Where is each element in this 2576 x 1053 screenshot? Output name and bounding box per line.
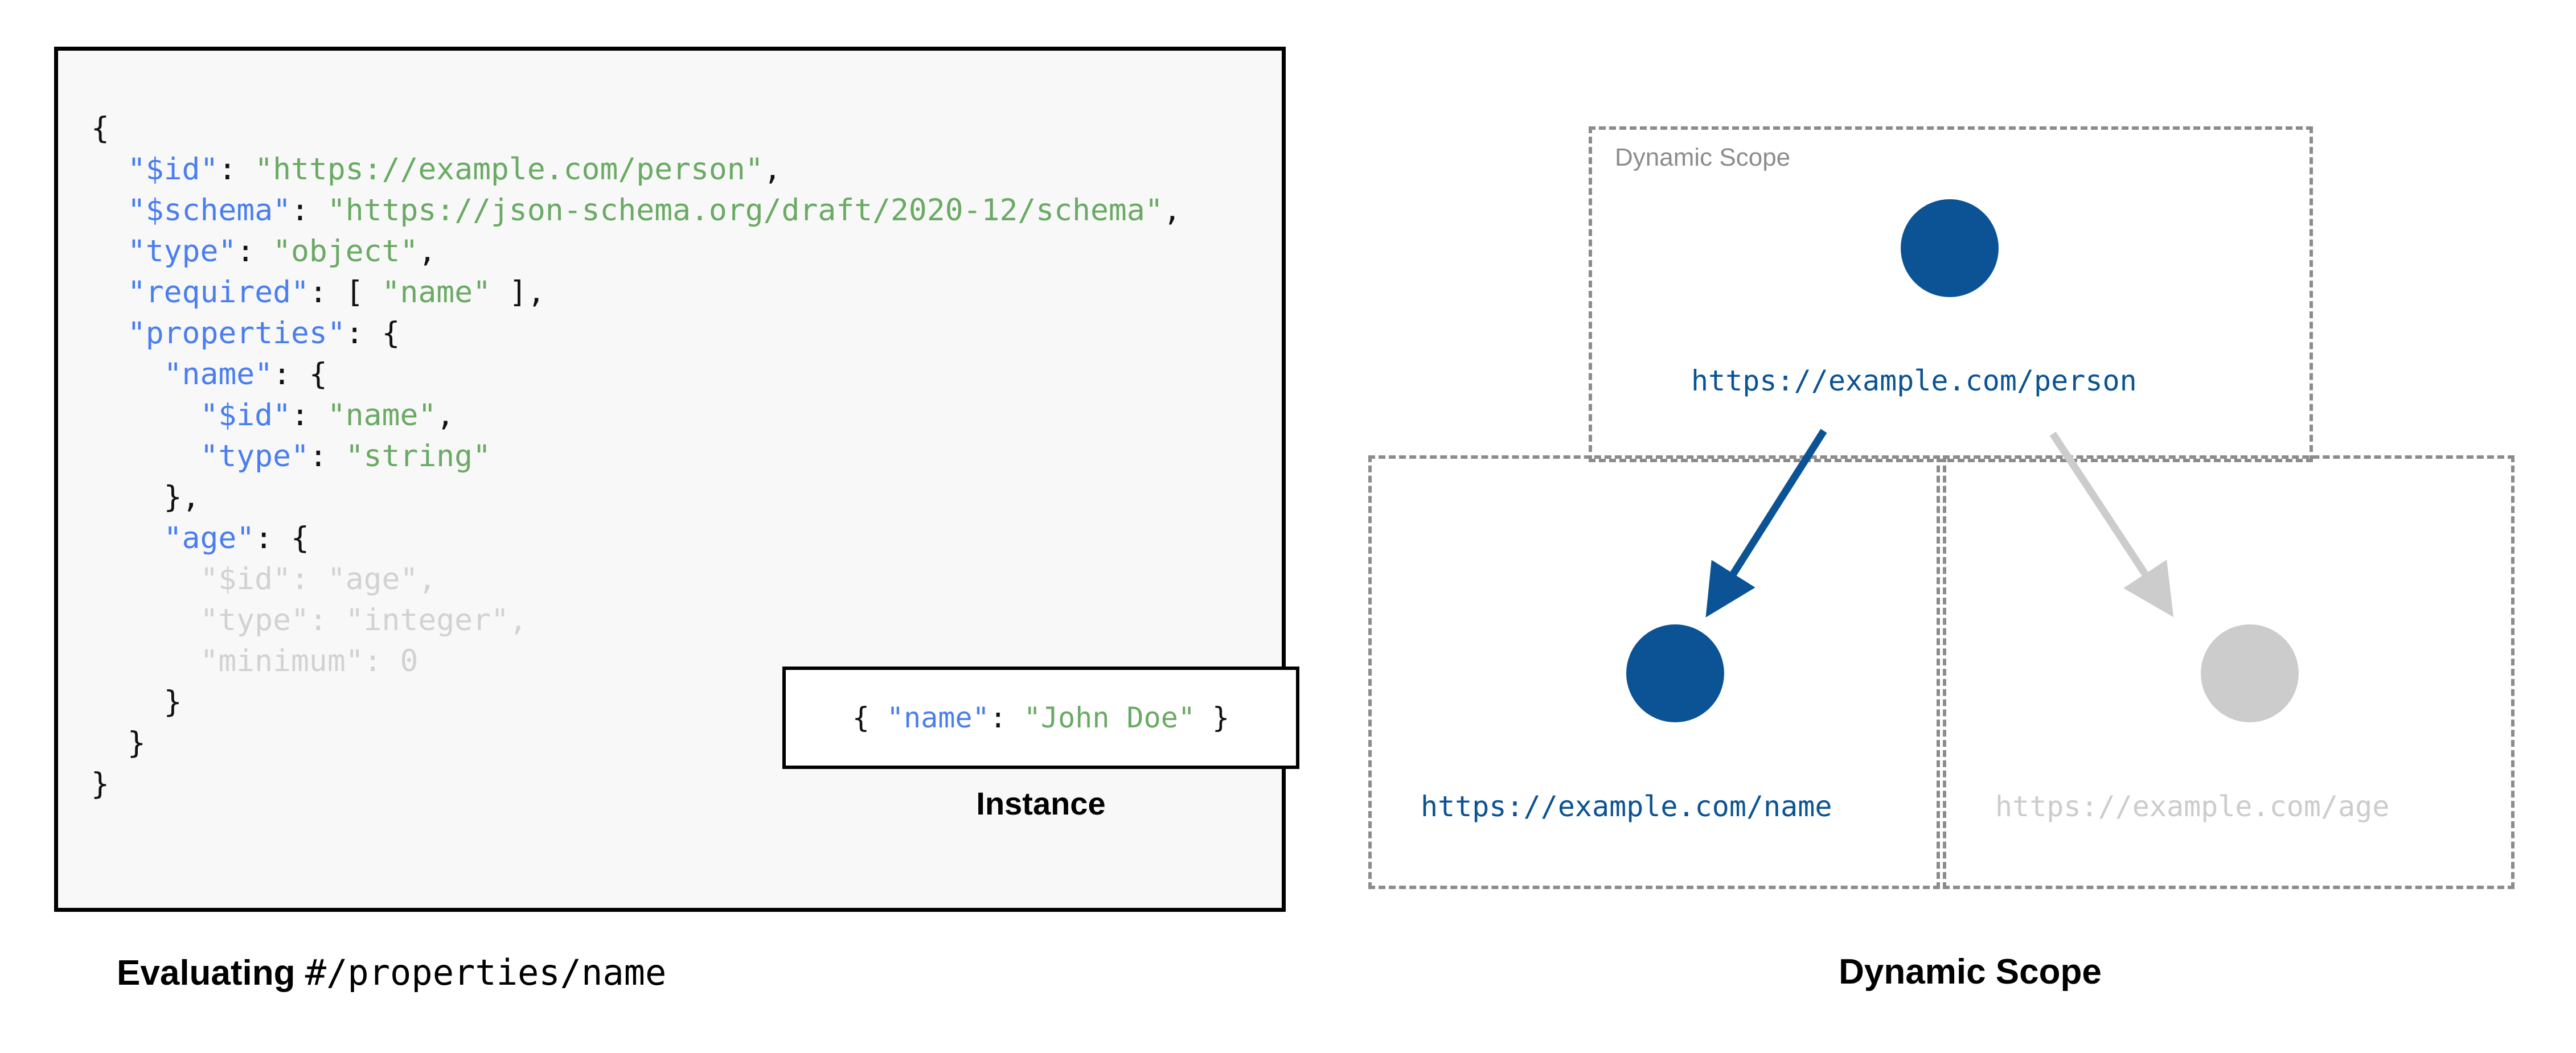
code-token-str: "https://example.com/person" [255,152,764,187]
code-token-str: "object" [273,234,419,269]
code-token-dim: "type": "integer", [200,603,527,637]
node-label-age: https://example.com/age [1995,790,2390,823]
code-token-punc: : [291,398,327,433]
code-token-punc: { [852,701,887,734]
instance-source-code: { "name": "John Doe" } [852,701,1229,734]
code-token-key: "$schema" [127,193,292,228]
code-token-punc: } [91,767,109,801]
dynamic-scope-box-age [1943,455,2515,889]
code-token-punc: : [291,193,327,228]
node-label-person: https://example.com/person [1691,364,2137,397]
node-label-name: https://example.com/name [1421,790,1832,823]
left-panel-caption: Evaluating #/properties/name [117,952,666,993]
schema-code-panel: { "$id": "https://example.com/person", "… [54,47,1299,912]
code-token-punc: } [1195,701,1230,734]
code-token-punc: : { [345,316,400,351]
code-token-punc: : [236,234,273,269]
schema-source-code: { "$id": "https://example.com/person", "… [91,108,1182,805]
code-token-dim: "minimum": 0 [200,644,419,678]
code-token-key: "required" [127,275,309,310]
code-token-str: "https://json-schema.org/draft/2020-12/s… [327,193,1163,228]
code-token-key: "type" [200,439,309,474]
code-token-punc: } [163,685,182,719]
code-token-str: "string" [345,439,491,474]
code-token-punc: : [309,439,346,474]
code-token-punc: , [418,234,437,269]
code-token-key: "age" [163,521,255,556]
code-token-punc: : [218,152,255,187]
code-token-punc: ], [491,275,545,310]
code-token-punc: : { [255,521,309,556]
code-token-key: "name" [163,357,273,392]
dynamic-scope-box-label: Dynamic Scope [1615,143,1791,171]
code-token-punc: , [436,398,455,433]
caption-evaluating-label: Evaluating [117,953,305,993]
code-token-dim: "$id": "age", [200,562,437,597]
dynamic-scope-box-name [1368,455,1940,889]
code-token-punc: : [ [309,275,382,310]
dynamic-scope-box-root [1589,126,2313,462]
code-token-punc: : [989,701,1024,734]
code-token-punc: }, [163,480,200,515]
code-token-key: "$id" [127,152,219,187]
node-circle-person [1901,199,1999,297]
instance-box: { "name": "John Doe" } [782,667,1299,769]
instance-caption: Instance [976,785,1106,821]
code-token-str: "John Doe" [1023,701,1195,734]
caption-json-pointer: #/properties/name [305,952,667,993]
code-token-punc: , [1163,193,1182,228]
right-panel-caption: Dynamic Scope [1839,952,2102,992]
code-token-key: "properties" [127,316,346,351]
code-token-punc: : { [273,357,327,392]
code-token-punc: , [763,152,782,187]
code-token-str: "name" [382,275,491,310]
node-circle-name [1626,624,1724,722]
code-token-punc: } [127,726,146,760]
code-token-punc: { [91,111,109,146]
code-token-key: "name" [887,701,990,734]
node-circle-age [2201,624,2299,722]
code-token-key: "type" [127,234,237,269]
code-token-key: "$id" [200,398,291,433]
code-token-str: "name" [327,398,437,433]
